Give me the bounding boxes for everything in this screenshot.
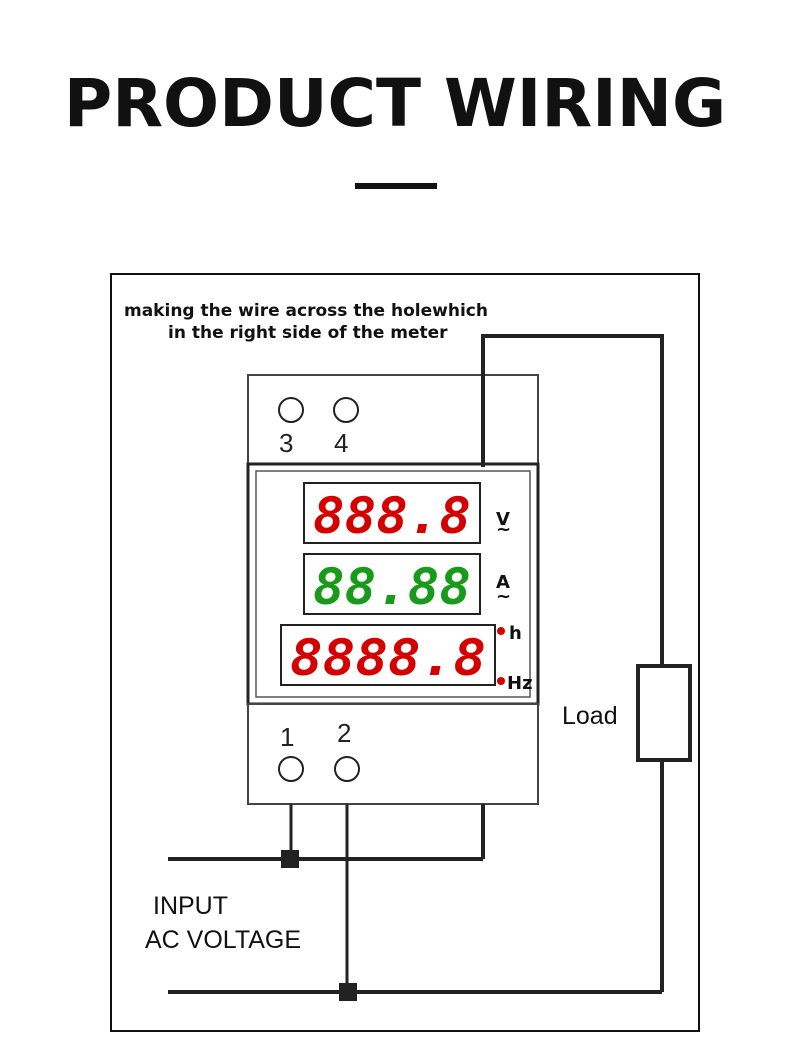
- terminal-4-hole: [333, 397, 359, 423]
- terminal-leads: [289, 804, 349, 992]
- meter-bottom-housing: [247, 703, 539, 805]
- terminal-4-label: 4: [334, 428, 348, 458]
- voltage-unit: V: [496, 509, 510, 530]
- voltage-display-frame: [303, 482, 481, 544]
- title-underline: [355, 183, 437, 189]
- note-line-1: making the wire across the holewhich: [124, 301, 488, 321]
- junction-node-1: [281, 850, 299, 868]
- indicator-dot-h: [497, 627, 505, 635]
- current-display-frame: [303, 553, 481, 615]
- terminal-1-label: 1: [280, 722, 294, 752]
- current-unit: A: [496, 572, 510, 593]
- input-label-line-2: AC VOLTAGE: [145, 926, 301, 954]
- load-resistor: [636, 664, 692, 762]
- note-line-2: in the right side of the meter: [168, 323, 448, 343]
- unit-hz: Hz: [507, 673, 533, 694]
- meter: 3 4 1 2 888.8 V ~ 88.88 A ~ 8888.8 h Hz: [246, 374, 540, 805]
- wires: [168, 334, 664, 994]
- wire-loop-through-meter: [481, 334, 664, 666]
- diagram-frame: [110, 273, 700, 1032]
- page-title: PRODUCT WIRING: [63, 65, 727, 142]
- unit-h: h: [509, 623, 522, 644]
- energy-digits: 8888.8: [290, 629, 486, 687]
- terminal-1-hole: [278, 756, 304, 782]
- terminal-3-label: 3: [279, 428, 293, 458]
- terminal-3-hole: [278, 397, 304, 423]
- load-label: Load: [562, 702, 618, 730]
- meter-display-inner: [255, 470, 531, 698]
- terminal-2-hole: [334, 756, 360, 782]
- indicator-dot-hz: [497, 677, 505, 685]
- voltage-digits: 888.8: [313, 487, 471, 545]
- current-ac-icon: ~: [496, 586, 511, 607]
- junction-node-2: [339, 983, 357, 1001]
- terminal-2-label: 2: [337, 718, 351, 748]
- voltage-ac-icon: ~: [496, 519, 511, 540]
- energy-display-frame: [280, 624, 496, 686]
- input-label-line-1: INPUT: [153, 892, 228, 920]
- current-digits: 88.88: [313, 558, 471, 616]
